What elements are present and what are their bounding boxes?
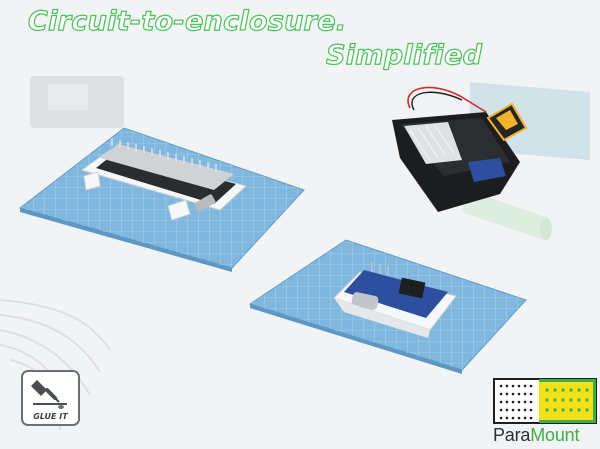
headline-line-1: Circuit-to-enclosure.: [27, 5, 347, 37]
brand-name: ParaMount: [493, 425, 597, 446]
brand-name-mount: Mount: [530, 425, 580, 445]
sd-card-module: [486, 102, 528, 142]
headline-line-2: Simplified: [325, 39, 483, 71]
mounted-dev-board-left: [80, 138, 248, 221]
breadboard-logo-icon: [493, 378, 597, 424]
mounted-usb-c-module-right: [333, 262, 457, 338]
faded-sensor-rod: [462, 190, 552, 240]
glue-bottle-icon: [31, 380, 67, 409]
faded-dev-board-topleft: [30, 76, 124, 128]
glue-it-badge: GLUE IT: [21, 370, 80, 426]
cutting-mat-left: [18, 127, 305, 272]
brand-name-para: Para: [493, 425, 531, 445]
paramount-logo: ParaMount: [493, 378, 597, 446]
black-enclosure: [392, 86, 528, 212]
glue-it-label: GLUE IT: [33, 412, 68, 421]
